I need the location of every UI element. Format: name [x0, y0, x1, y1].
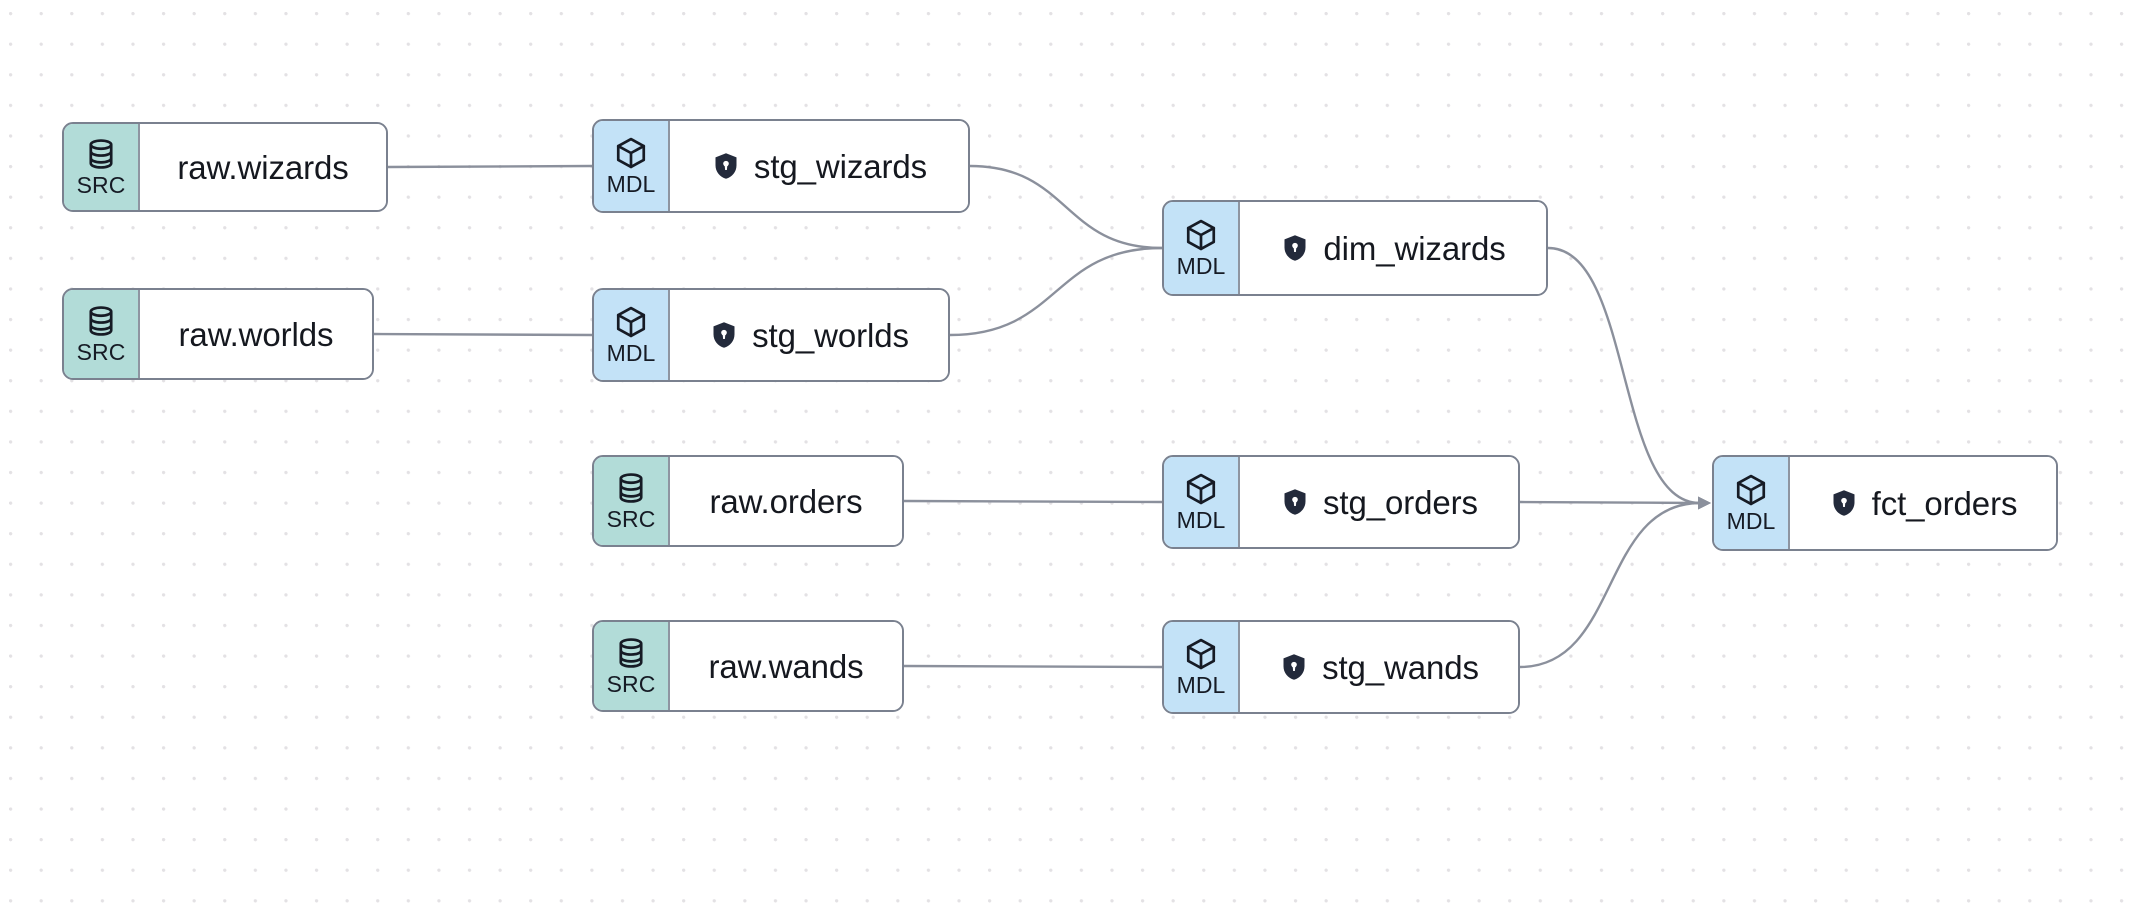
cube-icon [1184, 218, 1218, 252]
node-badge-label: MDL [1176, 671, 1226, 698]
database-icon [84, 304, 118, 338]
node-badge-label: MDL [606, 170, 656, 197]
node-badge-label: SRC [606, 505, 656, 532]
node-stg_wands[interactable]: MDL stg_wands [1162, 620, 1520, 714]
edge-raw_wizards-to-stg_wizards [386, 164, 594, 169]
shield-lock-icon [1829, 488, 1859, 518]
node-badge-label: SRC [606, 670, 656, 697]
shield-lock-icon [711, 151, 741, 181]
node-label: stg_wizards [753, 147, 928, 185]
shield-lock-icon [1279, 652, 1309, 682]
node-raw_wizards[interactable]: SRC raw.wizards [62, 122, 388, 212]
node-body: dim_wizards [1240, 202, 1546, 294]
node-stg_wizards[interactable]: MDL stg_wizards [592, 119, 970, 213]
node-badge-mdl: MDL [594, 290, 670, 380]
node-badge-src: SRC [594, 622, 670, 710]
edge-arrowhead [1698, 496, 1711, 510]
node-badge-label: MDL [1176, 506, 1226, 533]
node-body: raw.orders [670, 457, 902, 545]
database-icon [84, 137, 118, 171]
node-label: raw.wizards [177, 148, 349, 186]
edge-raw_wands-to-stg_wands [902, 664, 1164, 669]
node-badge-label: MDL [606, 339, 656, 366]
node-body: stg_orders [1240, 457, 1518, 547]
node-badge-mdl: MDL [1164, 457, 1240, 547]
node-body: stg_wizards [670, 121, 968, 211]
node-label: raw.wands [708, 647, 864, 685]
node-badge-label: SRC [76, 171, 126, 198]
node-badge-src: SRC [64, 124, 140, 210]
edge-raw_worlds-to-stg_worlds [372, 332, 594, 337]
node-stg_orders[interactable]: MDL stg_orders [1162, 455, 1520, 549]
node-stg_worlds[interactable]: MDL stg_worlds [592, 288, 950, 382]
cube-icon [614, 305, 648, 339]
node-body: stg_worlds [670, 290, 948, 380]
database-icon [614, 471, 648, 505]
shield-lock-icon [1280, 487, 1310, 517]
node-body: stg_wands [1240, 622, 1518, 712]
cube-icon [614, 136, 648, 170]
node-label: fct_orders [1871, 484, 2018, 522]
node-raw_worlds[interactable]: SRC raw.worlds [62, 288, 374, 380]
edge-arrowhead [1698, 496, 1711, 510]
node-body: raw.wizards [140, 124, 386, 210]
edge-stg_wizards-to-dim_wizards [968, 164, 1164, 250]
cube-icon [1184, 637, 1218, 671]
node-label: raw.worlds [178, 315, 334, 353]
node-label: stg_wands [1322, 648, 1479, 686]
database-icon [614, 636, 648, 670]
node-badge-label: SRC [76, 338, 126, 365]
node-badge-src: SRC [594, 457, 670, 545]
shield-lock-icon [709, 320, 739, 350]
node-dim_wizards[interactable]: MDL dim_wizards [1162, 200, 1548, 296]
node-badge-mdl: MDL [1714, 457, 1790, 549]
node-body: raw.worlds [140, 290, 372, 378]
shield-lock-icon [1280, 233, 1310, 263]
node-badge-src: SRC [64, 290, 140, 378]
cube-icon [1184, 472, 1218, 506]
node-fct_orders[interactable]: MDL fct_orders [1712, 455, 2058, 551]
node-body: raw.wands [670, 622, 902, 710]
edge-raw_orders-to-stg_orders [902, 499, 1164, 504]
node-badge-label: MDL [1726, 507, 1776, 534]
node-raw_orders[interactable]: SRC raw.orders [592, 455, 904, 547]
node-badge-label: MDL [1176, 252, 1226, 279]
node-badge-mdl: MDL [1164, 622, 1240, 712]
edge-stg_wands-to-fct_orders [1518, 501, 1702, 669]
node-label: dim_wizards [1323, 229, 1506, 267]
edge-dim_wizards-to-fct_orders [1546, 246, 1702, 505]
node-label: raw.orders [709, 482, 863, 520]
node-badge-mdl: MDL [594, 121, 670, 211]
cube-icon [1734, 473, 1768, 507]
edge-stg_worlds-to-dim_wizards [948, 246, 1164, 337]
node-label: stg_worlds [752, 316, 909, 354]
node-badge-mdl: MDL [1164, 202, 1240, 294]
node-raw_wands[interactable]: SRC raw.wands [592, 620, 904, 712]
node-label: stg_orders [1323, 483, 1478, 521]
edge-arrowhead [1698, 496, 1711, 510]
node-body: fct_orders [1790, 457, 2056, 549]
edge-stg_orders-to-fct_orders [1518, 500, 1702, 505]
